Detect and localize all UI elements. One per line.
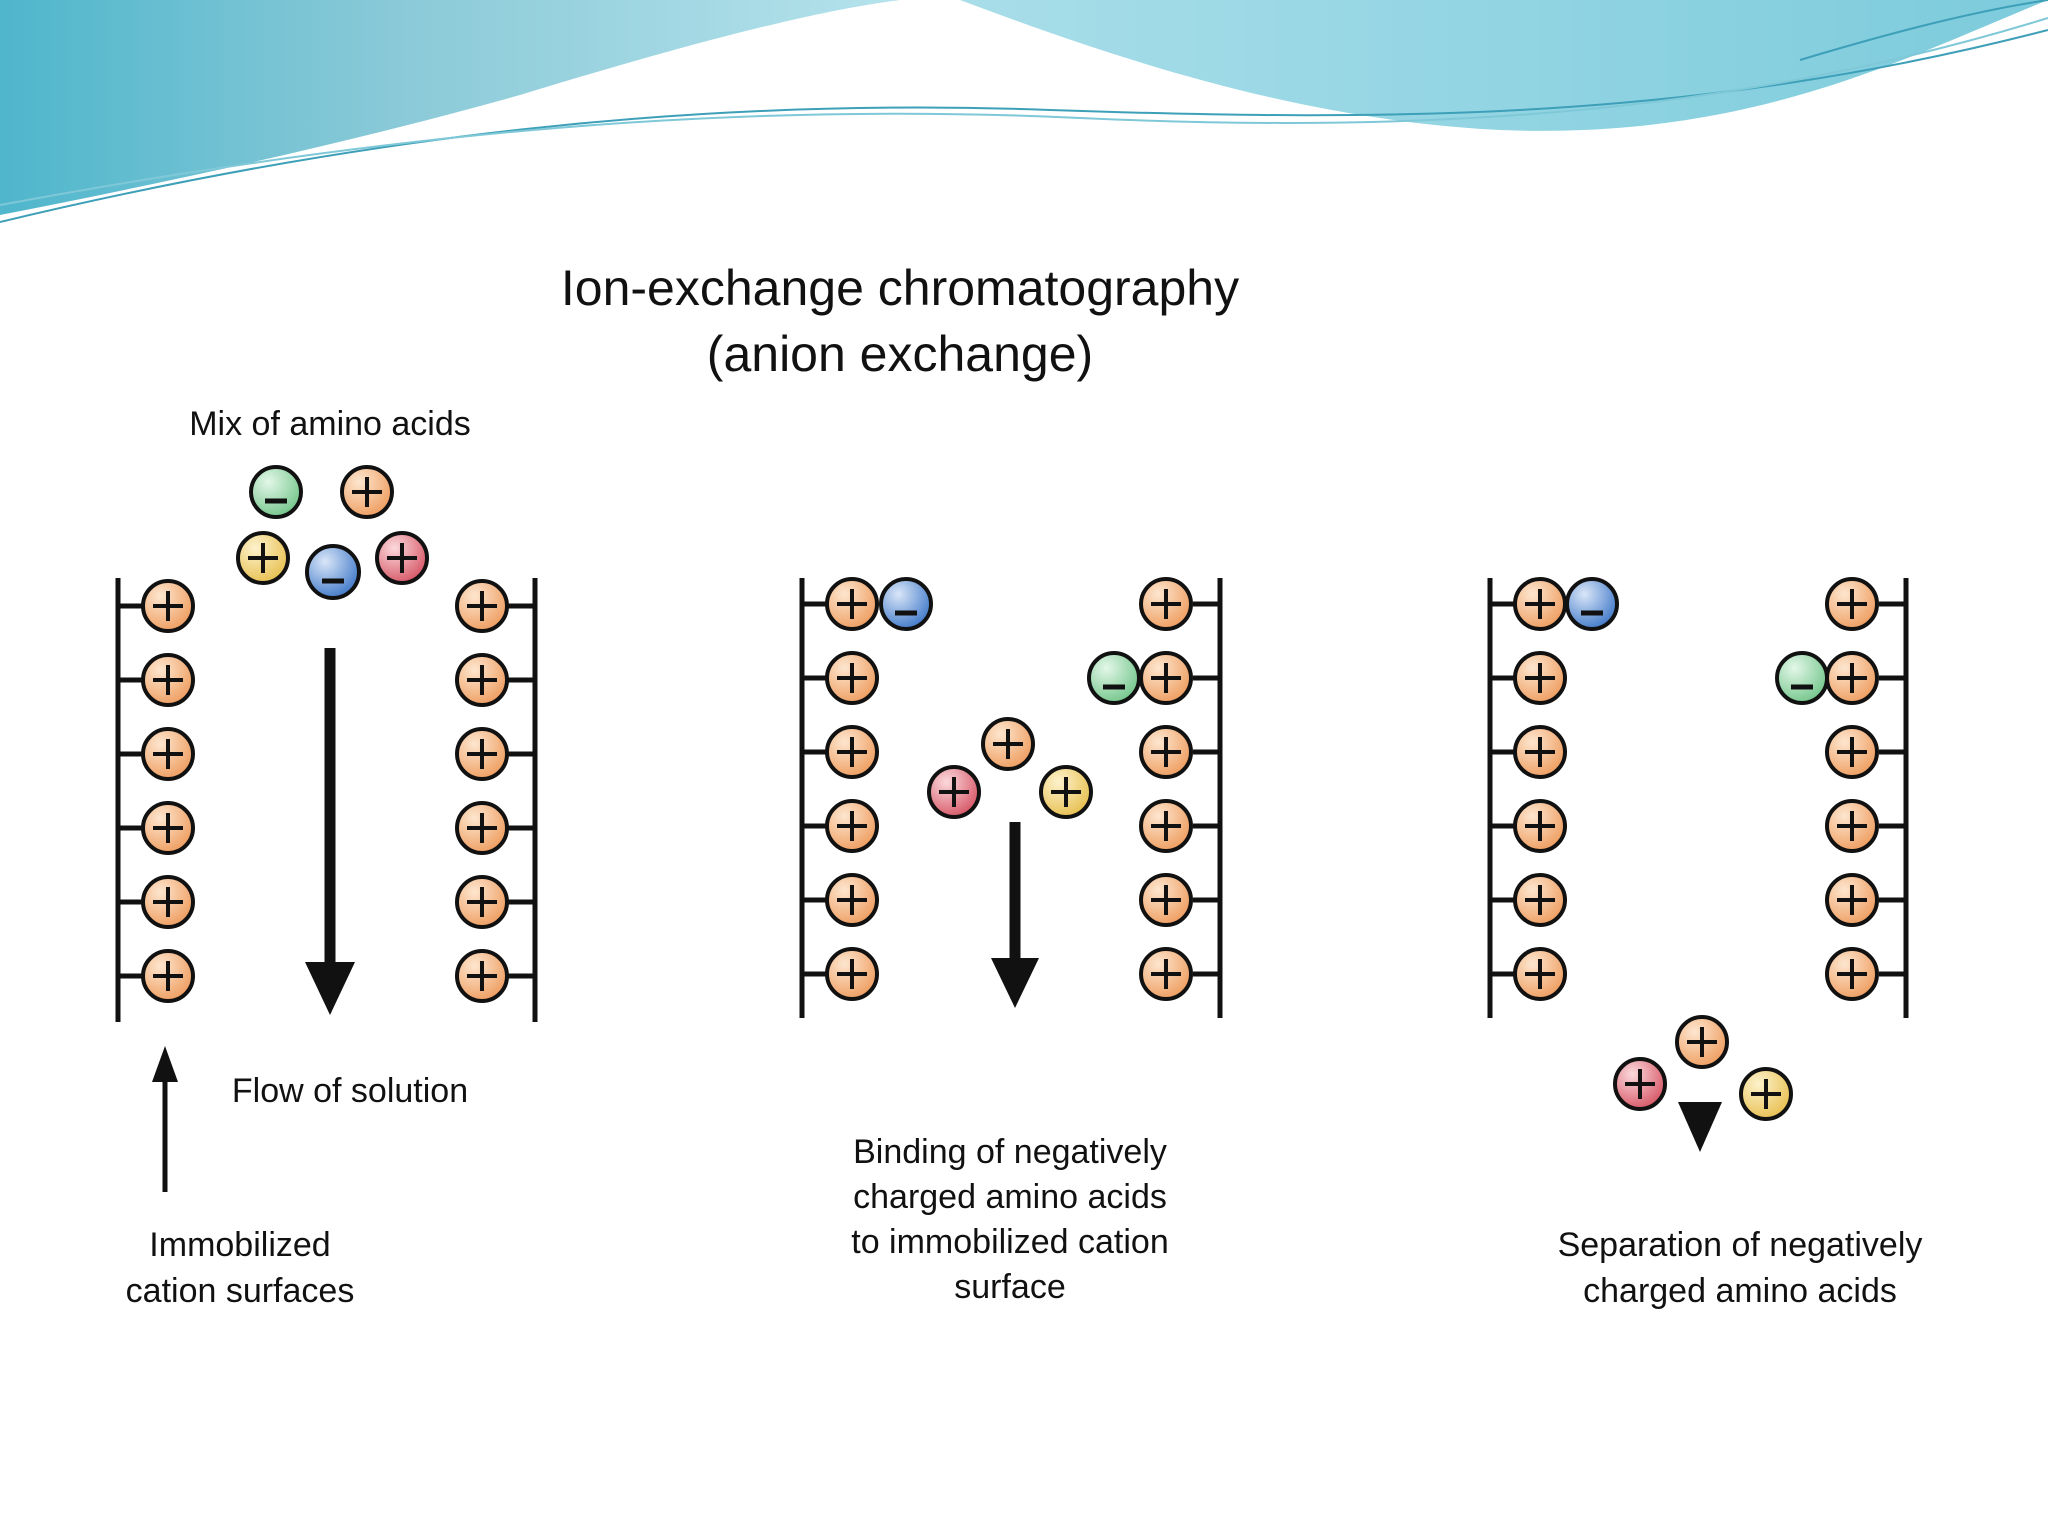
label-immobilized-cation-surfaces: Immobilized cation surfaces — [125, 1226, 355, 1310]
cation-ion — [1513, 947, 1567, 1001]
cation-ion — [455, 727, 509, 781]
cation-ion — [1513, 873, 1567, 927]
cation-ion — [1139, 947, 1193, 1001]
green-anion — [249, 465, 303, 519]
cation-ion — [825, 947, 879, 1001]
flow-arrow-down — [991, 822, 1039, 1008]
cation-ion — [825, 873, 879, 927]
orange-cation — [981, 717, 1035, 771]
label-mix-of-amino-acids: Mix of amino acids — [189, 405, 471, 443]
cation-ion — [455, 579, 509, 633]
cation-ion — [141, 875, 195, 929]
cation-ion — [1825, 725, 1879, 779]
cation-ion — [455, 875, 509, 929]
cation-ion — [455, 653, 509, 707]
cation-ion — [1139, 651, 1193, 705]
decorative-wave-banner — [0, 0, 2048, 223]
cation-ion — [141, 949, 195, 1003]
immobilized-column-left — [115, 578, 145, 1022]
cation-ion — [825, 725, 879, 779]
surface-cation-group-2r — [1139, 577, 1193, 1001]
cation-ion — [1513, 725, 1567, 779]
immobilized-column-right — [508, 578, 538, 1022]
flow-arrow-down-short — [1678, 1102, 1722, 1152]
label-flow-of-solution: Flow of solution — [231, 1072, 469, 1110]
cation-ion — [825, 651, 879, 705]
red-cation — [1613, 1057, 1667, 1111]
yellow-cation — [1039, 765, 1093, 819]
cation-ion — [1825, 799, 1879, 853]
cation-ion — [141, 579, 195, 633]
orange-cation — [1675, 1015, 1729, 1069]
cation-ion — [1513, 577, 1567, 631]
cation-ion — [1139, 577, 1193, 631]
surface-cation-group-1l — [141, 579, 195, 1003]
cation-ion — [1139, 873, 1193, 927]
yellow-cation — [236, 531, 290, 585]
cation-ion — [455, 801, 509, 855]
cation-ion — [1139, 799, 1193, 853]
surface-cation-group-3r — [1825, 577, 1879, 1001]
blue-anion — [305, 544, 361, 600]
immobilized-column-right — [1193, 578, 1223, 1018]
cation-ion — [1825, 577, 1879, 631]
immobilized-column-right — [1879, 578, 1909, 1018]
cation-ion — [1139, 725, 1193, 779]
cation-ion — [1825, 651, 1879, 705]
immobilized-column-left — [799, 578, 829, 1018]
panel-2-binding — [799, 577, 1223, 1018]
immobilized-column-left — [1487, 578, 1517, 1018]
orange-cation — [340, 465, 394, 519]
eluted-cations — [1613, 1015, 1793, 1121]
red-cation — [927, 765, 981, 819]
cation-ion — [1825, 947, 1879, 1001]
panel-3-separation — [1487, 577, 1909, 1152]
label-binding-description: Binding of negatively charged amino acid… — [851, 1133, 1169, 1306]
surface-cation-group-1r — [455, 579, 509, 1003]
bound-blue-anion — [1565, 577, 1619, 631]
bound-green-anion — [1775, 651, 1829, 705]
surface-cation-group-3l — [1513, 577, 1567, 1001]
surface-cation-group-2l — [825, 577, 879, 1001]
bound-blue-anion — [879, 577, 933, 631]
bound-green-anion — [1087, 651, 1141, 705]
cation-ion — [825, 799, 879, 853]
cation-ion — [1513, 651, 1567, 705]
cation-ion — [141, 653, 195, 707]
red-cation — [375, 531, 429, 585]
free-cations-2 — [927, 717, 1093, 819]
diagram-title: Ion-exchange chromatography (anion excha… — [560, 260, 1240, 382]
amino-acid-mix — [236, 465, 429, 600]
cation-ion — [1513, 799, 1567, 853]
pointer-arrow-up — [152, 1046, 178, 1192]
panel-1-mix — [115, 465, 538, 1192]
cation-ion — [1825, 873, 1879, 927]
cation-ion — [455, 949, 509, 1003]
cation-ion — [141, 727, 195, 781]
label-separation-description: Separation of negatively charged amino a… — [1557, 1226, 1923, 1310]
yellow-cation — [1739, 1067, 1793, 1121]
cation-ion — [141, 801, 195, 855]
flow-arrow-down — [305, 648, 355, 1015]
cation-ion — [825, 577, 879, 631]
